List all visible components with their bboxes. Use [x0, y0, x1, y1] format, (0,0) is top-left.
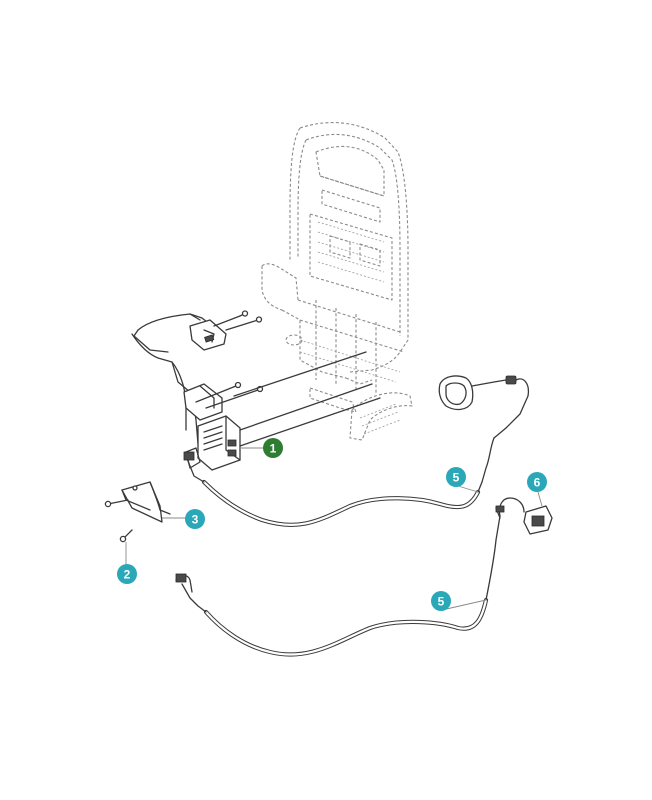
- screw-part-2: [104, 499, 133, 543]
- bracket-part-3: [121, 481, 171, 523]
- switch-assembly: [438, 375, 530, 483]
- cable-part-5-upper: [183, 451, 483, 528]
- callout-3-label: 3: [192, 513, 199, 527]
- callout-1-label: 1: [270, 442, 277, 456]
- connector-part-6: [495, 497, 553, 535]
- callout-5-lower: 5: [431, 591, 451, 611]
- callout-6-label: 6: [534, 476, 541, 490]
- upper-connector-bracket: [189, 310, 263, 351]
- callout-1: 1: [263, 438, 283, 458]
- control-unit-assembly: [183, 351, 381, 471]
- callout-5-upper-label: 5: [453, 471, 460, 485]
- callout-5-upper: 5: [446, 467, 466, 487]
- cable-part-5-lower: [175, 515, 501, 657]
- callout-3: 3: [185, 509, 205, 529]
- callout-5-lower-label: 5: [438, 595, 445, 609]
- callout-2: 2: [117, 564, 137, 584]
- seat-back-frame: [261, 122, 413, 441]
- callout-2-label: 2: [124, 568, 131, 582]
- callout-6: 6: [527, 472, 547, 492]
